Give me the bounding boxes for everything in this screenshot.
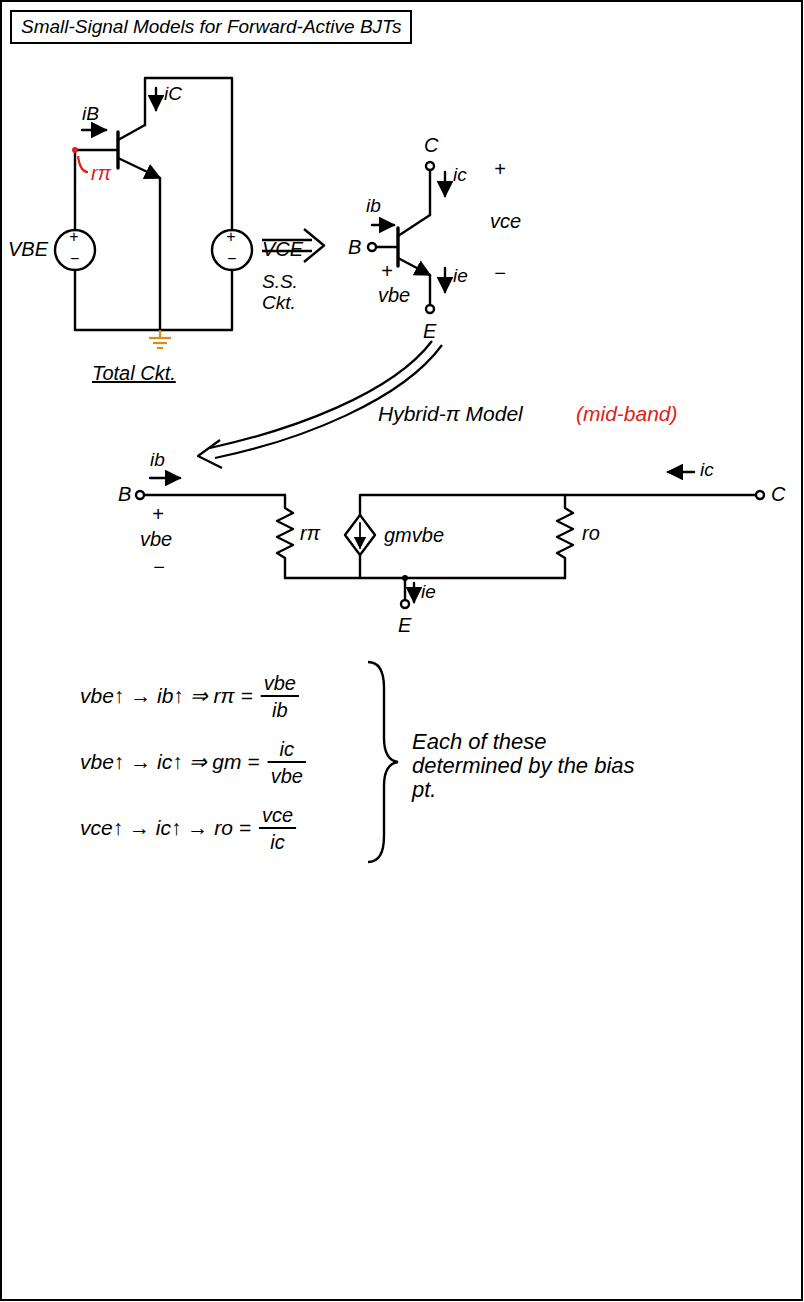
fraction-bar xyxy=(259,827,296,829)
polarity-sign: − xyxy=(227,250,236,268)
resistor-label: ro xyxy=(582,522,600,544)
current-label: ic xyxy=(453,165,467,186)
fraction-numerator: vce xyxy=(262,804,293,826)
polarity-sign: + xyxy=(152,503,164,525)
source-label: VBE xyxy=(8,238,48,260)
voltage-label: vce xyxy=(490,210,521,232)
r-pi-marker xyxy=(78,156,88,172)
fraction-denominator: vbe xyxy=(271,765,303,787)
current-label: ib xyxy=(150,450,165,471)
fraction-numerator: vbe xyxy=(264,672,296,694)
ground-symbol xyxy=(149,330,171,348)
transform-label: S.S. Ckt. xyxy=(262,272,324,314)
fraction-bar xyxy=(268,761,306,763)
title-text: Small-Signal Models for Forward-Active B… xyxy=(21,16,401,37)
equation-text: vbe↑ → ib↑ ⇒ rπ = xyxy=(80,684,253,707)
terminal-label: C xyxy=(424,134,438,156)
bracket-note: Each of these determined by the bias pt. xyxy=(412,730,662,803)
polarity-sign: + xyxy=(494,158,506,180)
model-title: Hybrid-π Model xyxy=(378,402,523,425)
polarity-sign: + xyxy=(381,260,393,282)
implies-arrow xyxy=(262,229,324,262)
terminal-label: C xyxy=(771,483,785,505)
resistance-label: rπ xyxy=(91,162,111,184)
polarity-sign: + xyxy=(69,228,78,246)
equation-text: vbe↑ → ic↑ ⇒ gm = xyxy=(80,750,260,773)
circuit-caption: Total Ckt. xyxy=(92,362,176,384)
dependent-source-label: gmvbe xyxy=(384,524,444,546)
terminal-label: B xyxy=(348,236,361,258)
current-label: iB xyxy=(82,104,99,125)
voltage-label: vbe xyxy=(140,528,172,550)
terminal-label: B xyxy=(118,483,131,505)
fraction-denominator: ic xyxy=(270,831,284,853)
current-label: ic xyxy=(700,460,714,481)
curly-bracket xyxy=(368,662,398,862)
source-label: VCE xyxy=(262,238,303,260)
fraction-bar xyxy=(261,695,299,697)
base-node-dot xyxy=(72,147,78,153)
terminal-label: E xyxy=(423,320,436,342)
total-circuit xyxy=(55,78,252,330)
polarity-sign: − xyxy=(494,262,506,284)
terminal-label: E xyxy=(398,614,411,636)
small-signal-transistor xyxy=(368,162,445,313)
emitter-node-dot xyxy=(402,575,408,581)
equation-text: vce↑ → ic↑ → ro = xyxy=(80,816,251,839)
polarity-sign: − xyxy=(153,556,165,578)
hybrid-pi-circuit xyxy=(136,472,764,608)
current-label: ie xyxy=(453,266,468,287)
title-box: Small-Signal Models for Forward-Active B… xyxy=(10,10,412,44)
resistor-label: rπ xyxy=(300,522,320,544)
model-note: (mid-band) xyxy=(576,402,678,425)
polarity-sign: + xyxy=(226,228,235,246)
current-label: ie xyxy=(421,582,436,603)
current-label: ib xyxy=(366,196,381,217)
current-label: iC xyxy=(164,84,182,105)
voltage-label: vbe xyxy=(378,284,410,306)
fraction-denominator: ib xyxy=(272,699,288,721)
polarity-sign: − xyxy=(70,250,79,268)
fraction-numerator: ic xyxy=(280,738,294,760)
